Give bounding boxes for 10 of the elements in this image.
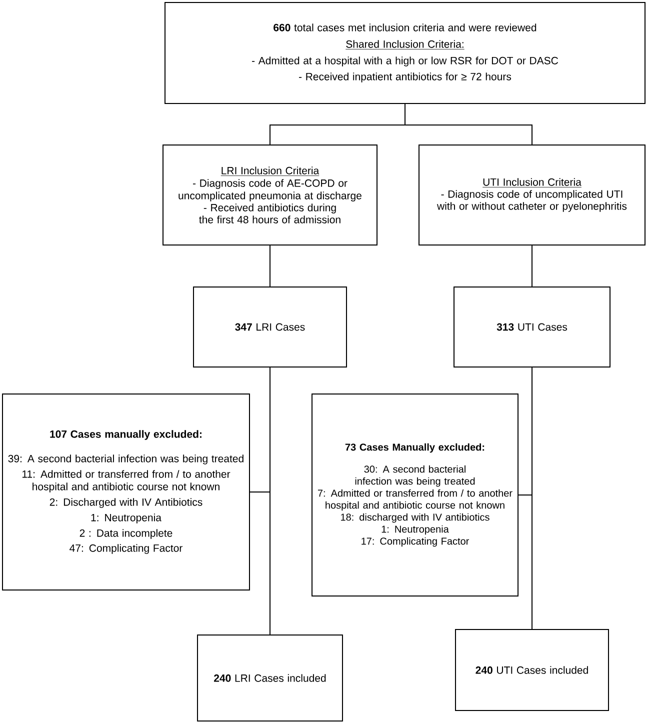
criteria-box: LRI Inclusion Criteria - Diagnosis code of AE-COPD or uncomplicated pneumonia at discharge - Received antibiotics during the first 48 hours of admission bbox=[162, 144, 378, 246]
count-box: 313 UTI Cases bbox=[454, 286, 610, 368]
count-box: 240 UTI Cases included bbox=[455, 629, 609, 711]
criteria-box: UTI Inclusion Criteria - Diagnosis code of uncomplicated UTI with or without catheter or pyelonephritis bbox=[418, 144, 646, 246]
connector-line bbox=[404, 104, 532, 145]
exclusion-box: 107 Cases manually excluded: 39: A second bacterial infection was being treated 11: Admitted or transferred from / to another hospital and antibiotic course not known 2: Discharged with IV Antibiotics 1: Neutropenia 2 : Data incomplete 47: Complicating Factor bbox=[2, 394, 250, 590]
count-box: 347 LRI Cases bbox=[193, 286, 347, 368]
criteria-box: 660 total cases met inclusion criteria and were reviewed Shared Inclusion Criteria: - Admitted at a hospital with a high or low RSR for DOT or DASC - Received inpatient antibiotics for ≥ 72 hours bbox=[164, 2, 646, 104]
exclusion-box: 73 Cases Manually excluded: 30: A second bacterial infection was being treated 7: Admitted or transferred from / to another hospital and antibiotic course not known 18: discharged with IV antibiotics 1: Neutropenia 17: Complicating Factor bbox=[312, 394, 518, 596]
count-box: 240 LRI Cases included bbox=[197, 634, 343, 722]
